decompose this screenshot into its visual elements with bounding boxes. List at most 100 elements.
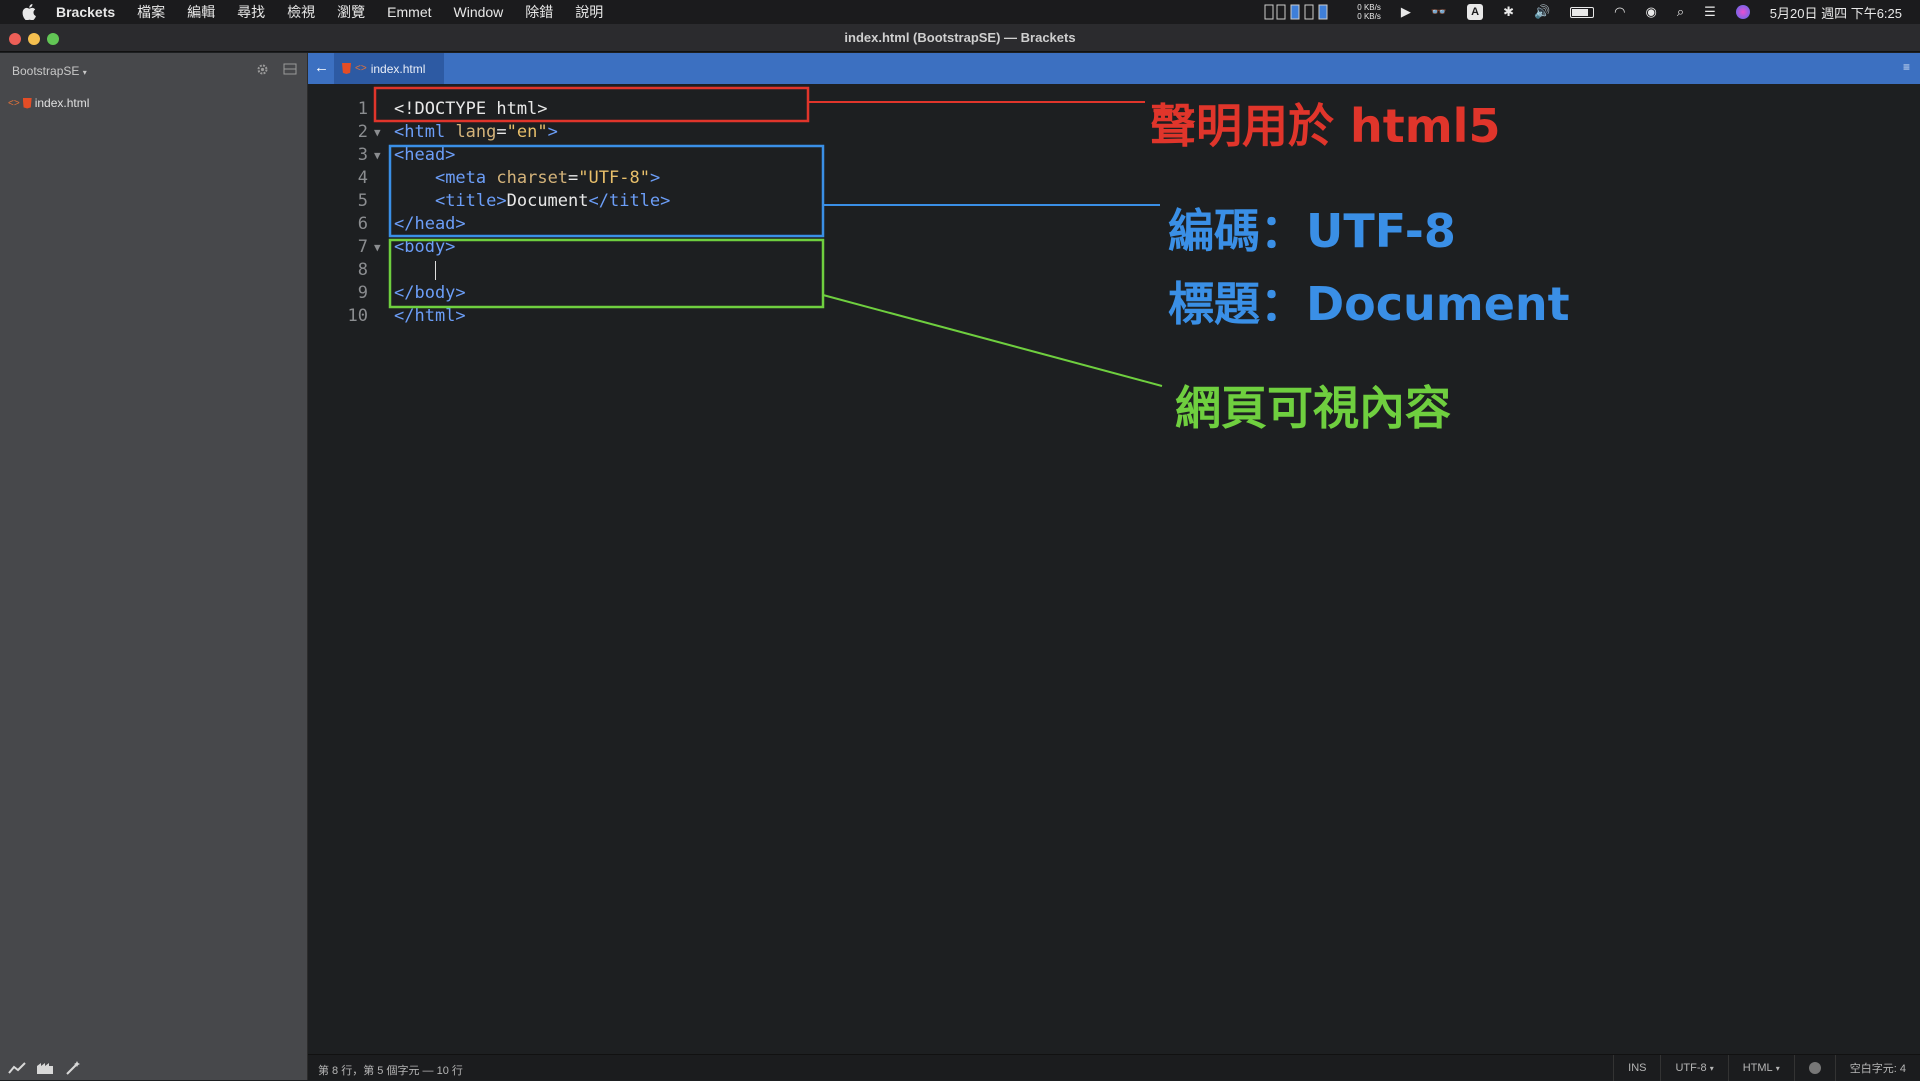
fold-arrow-icon[interactable]: ▼ <box>374 126 381 139</box>
clock[interactable]: 5月20日 週四 下午6:25 <box>1769 5 1902 21</box>
indent-setting[interactable]: 空白字元: 4 <box>1834 1055 1920 1081</box>
title-annotation: 標題：Document <box>1168 277 1570 331</box>
operator-token: = <box>568 168 579 188</box>
menu-file[interactable]: 檔案 <box>137 4 166 20</box>
cursor-position: 第 8 行，第 5 個字元 — 10 行 <box>318 1065 463 1077</box>
net-up-speed: 0 KB/s <box>1357 3 1381 12</box>
input-method-icon[interactable]: A <box>1467 4 1484 20</box>
apple-icon[interactable] <box>20 3 38 21</box>
chevron-down-icon: ▾ <box>1709 1063 1714 1073</box>
tag-token: </title> <box>588 191 671 211</box>
line-number: 7 <box>357 237 368 257</box>
code-line-9[interactable]: </body> <box>394 282 466 305</box>
window-titlebar: index.html (BootstrapSE) — Brackets <box>0 24 1920 52</box>
menu-window[interactable]: Window <box>453 4 504 20</box>
extension-manager-icon[interactable] <box>36 1061 54 1075</box>
chevron-down-icon: ▾ <box>82 68 87 77</box>
tag-token: </html> <box>394 306 466 326</box>
tag-token: <head> <box>394 145 456 165</box>
code-line-7[interactable]: <body> <box>394 236 455 259</box>
zoom-window-button[interactable] <box>47 33 59 45</box>
volume-icon[interactable]: 🔊 <box>1533 4 1551 19</box>
line-number: 2 <box>357 122 368 142</box>
insert-mode-toggle[interactable]: INS <box>1613 1055 1660 1081</box>
control-center-icon[interactable]: ☰ <box>1704 4 1716 19</box>
code-line-5[interactable]: <title>Document</title> <box>394 190 670 213</box>
code-editor[interactable]: 1<!DOCTYPE html> 2▼<html lang="en"> 3▼<h… <box>308 84 1920 1054</box>
status-bar: 第 8 行，第 5 個字元 — 10 行 INS UTF-8 ▾ HTML ▾ … <box>308 1054 1920 1081</box>
encoding-label: UTF-8 <box>1675 1062 1707 1074</box>
encoding-dropdown[interactable]: UTF-8 ▾ <box>1660 1055 1727 1081</box>
tag-token: <html <box>394 122 446 142</box>
line-number: 10 <box>347 306 368 326</box>
window-title: index.html (BootstrapSE) — Brackets <box>844 30 1076 45</box>
project-dropdown[interactable]: BootstrapSE ▾ <box>12 64 87 78</box>
code-file-icon: <> <box>8 97 20 109</box>
doctype-annotation: 聲明用於 html5 <box>1150 99 1501 153</box>
net-down-speed: 0 KB/s <box>1357 12 1381 21</box>
code-line-6[interactable]: </head> <box>394 213 466 236</box>
code-file-icon: <> <box>355 63 367 74</box>
line-number: 3 <box>357 145 368 165</box>
back-arrow-icon[interactable]: ← <box>314 59 329 76</box>
tag-token: > <box>649 168 661 188</box>
user-icon[interactable]: ◉ <box>1645 4 1657 19</box>
tab-label: index.html <box>370 61 426 76</box>
gear-icon[interactable] <box>256 63 269 76</box>
status-menu-area: 0 KB/s 0 KB/s ▶ 👓 A ✱ 🔊 ◠ ◉ ⌕ ☰ 5月20日 週四… <box>1263 0 1902 24</box>
code-line-1[interactable]: <!DOCTYPE html> <box>394 98 548 121</box>
attr-token: charset <box>496 168 569 188</box>
play-icon[interactable]: ▶ <box>1400 4 1411 19</box>
linter-status[interactable] <box>1793 1055 1835 1081</box>
glasses-icon[interactable]: 👓 <box>1430 4 1448 19</box>
split-view-icon[interactable] <box>283 63 297 75</box>
menu-view[interactable]: 檢視 <box>287 4 316 20</box>
close-window-button[interactable] <box>9 33 21 45</box>
line-number: 9 <box>357 283 368 303</box>
language-label: HTML <box>1742 1062 1773 1074</box>
file-name: index.html <box>34 96 90 110</box>
language-dropdown[interactable]: HTML ▾ <box>1727 1055 1794 1081</box>
menu-navigate[interactable]: 瀏覽 <box>337 4 366 20</box>
line-number: 8 <box>357 260 368 280</box>
text-token: Document <box>506 191 589 211</box>
magic-wand-icon[interactable] <box>64 1060 82 1076</box>
line-number: 6 <box>357 214 368 234</box>
tab-bar: ← <> index.html ≡ <box>308 53 1920 84</box>
string-token: "UTF-8" <box>578 168 650 188</box>
menu-debug[interactable]: 除錯 <box>525 4 554 20</box>
operator-token: = <box>496 122 507 142</box>
menu-icon[interactable]: ≡ <box>1902 60 1910 74</box>
code-line-4[interactable]: <meta charset="UTF-8"> <box>394 167 660 190</box>
siri-icon[interactable] <box>1735 5 1750 19</box>
html5-icon <box>22 97 32 109</box>
code-line-3[interactable]: <head> <box>394 144 455 167</box>
menu-app-name[interactable]: Brackets <box>56 4 116 20</box>
project-name: BootstrapSE <box>12 64 80 78</box>
linter-status-icon <box>1808 1062 1821 1074</box>
code-line-10[interactable]: </html> <box>394 305 466 328</box>
code-line-8[interactable] <box>394 259 436 282</box>
tag-token: <body> <box>394 237 456 257</box>
string-token: "en" <box>506 122 548 142</box>
code-line-2[interactable]: <html lang="en"> <box>394 121 558 144</box>
fold-arrow-icon[interactable]: ▼ <box>374 149 381 162</box>
cpu-monitor-icon[interactable] <box>1263 3 1337 21</box>
line-number: 5 <box>357 191 368 211</box>
menu-emmet[interactable]: Emmet <box>387 4 432 20</box>
menu-help[interactable]: 說明 <box>575 4 604 20</box>
live-preview-icon[interactable] <box>8 1061 26 1075</box>
text-cursor <box>434 260 436 280</box>
tab-index-html[interactable]: <> index.html <box>334 53 444 84</box>
network-speed[interactable]: 0 KB/s 0 KB/s <box>1357 3 1381 21</box>
body-annotation: 網頁可視內容 <box>1175 381 1451 435</box>
battery-icon[interactable] <box>1570 6 1595 18</box>
bluetooth-icon[interactable]: ✱ <box>1503 4 1514 19</box>
spotlight-search-icon[interactable]: ⌕ <box>1676 4 1685 19</box>
fold-arrow-icon[interactable]: ▼ <box>374 241 381 254</box>
minimize-window-button[interactable] <box>28 33 40 45</box>
menu-find[interactable]: 尋找 <box>237 4 266 20</box>
wifi-icon[interactable]: ◠ <box>1614 4 1626 19</box>
file-tree-item[interactable]: <> index.html <box>8 96 89 110</box>
menu-edit[interactable]: 編輯 <box>187 4 216 20</box>
